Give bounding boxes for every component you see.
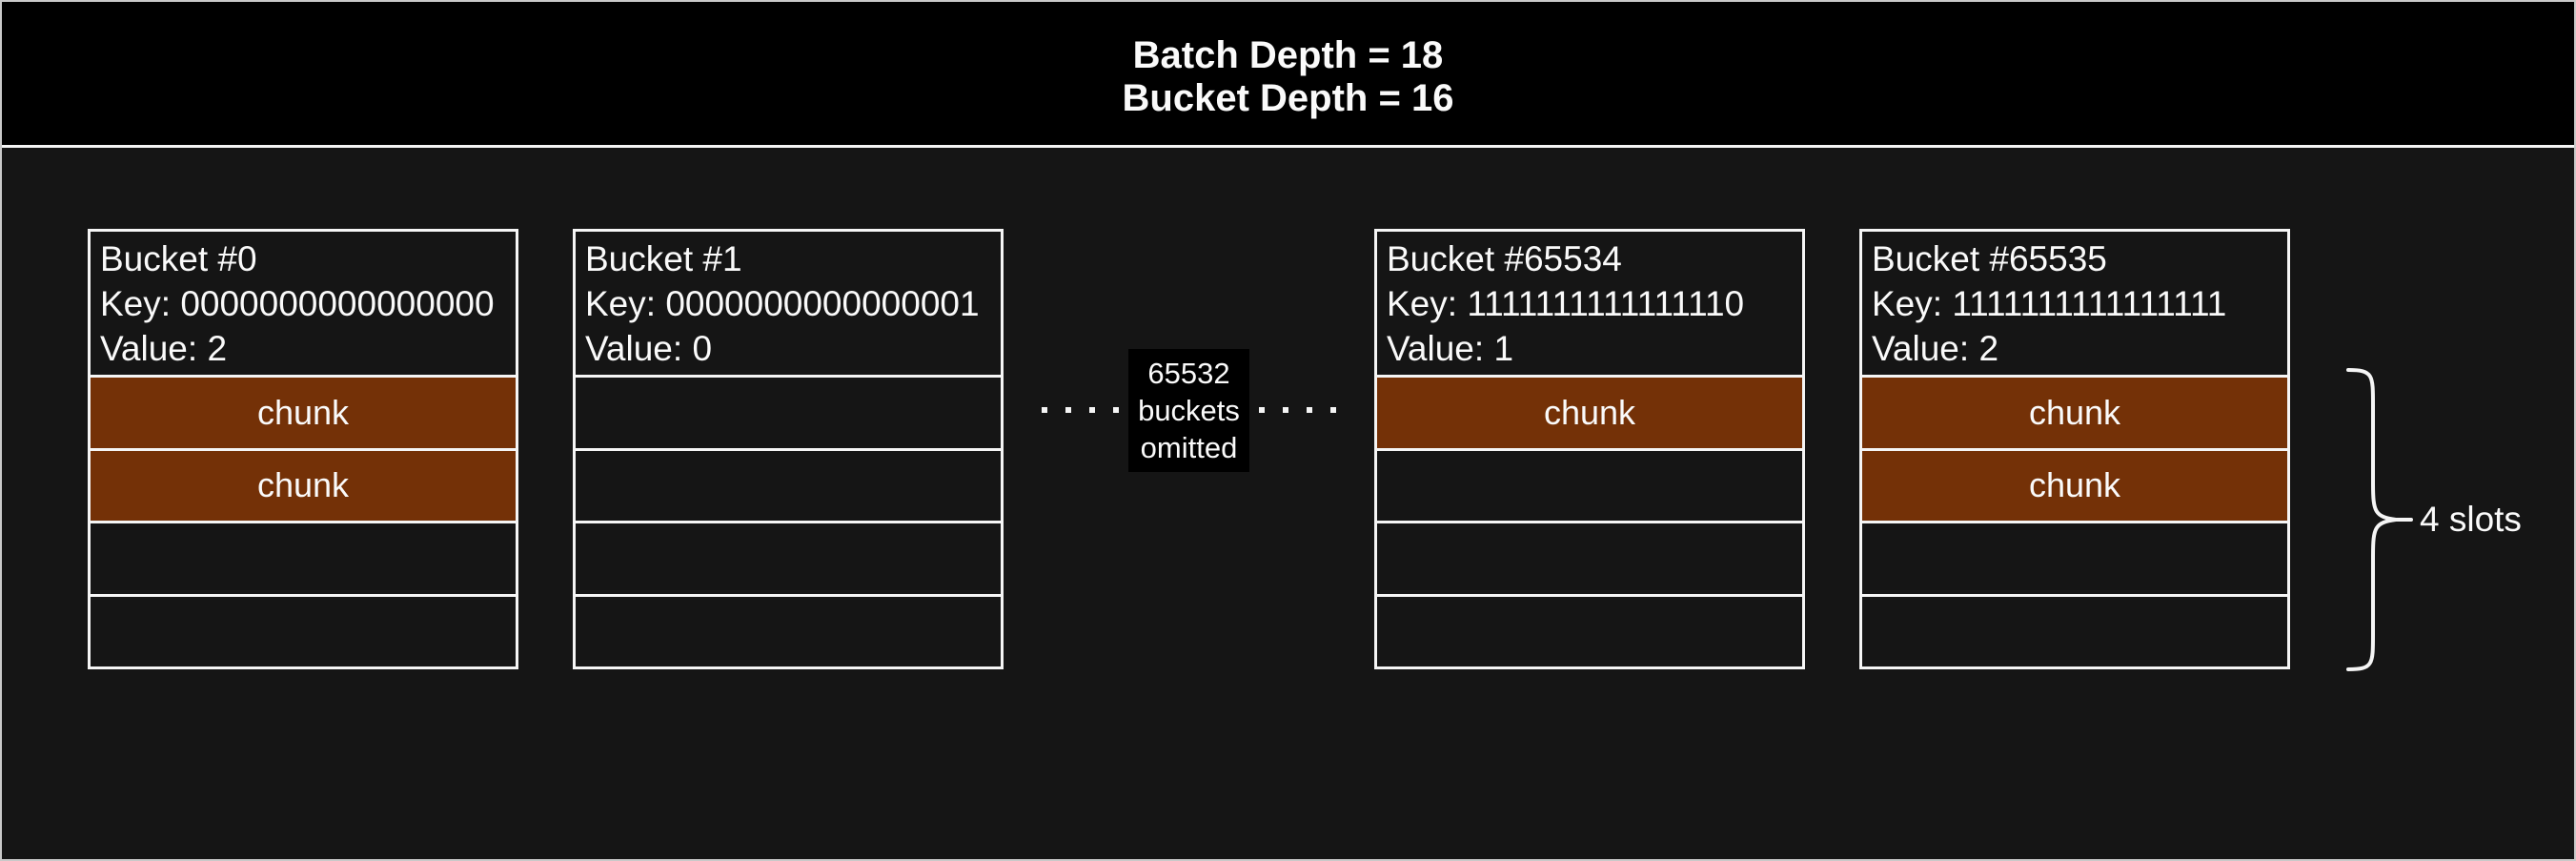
bucket-1-slot-4 — [576, 593, 1001, 667]
bucket-0-slot-3 — [91, 521, 516, 594]
bucket-65535-header: Bucket #65535 Key: 1111111111111111 Valu… — [1862, 232, 2287, 375]
slots-count-label: 4 slots — [2420, 500, 2522, 539]
omitted-buckets-region: 65532 buckets omitted — [1004, 348, 1374, 472]
omitted-buckets-note: 65532 buckets omitted — [1128, 348, 1249, 472]
bucket-key: Key: 1111111111111111 — [1872, 284, 2227, 323]
bucket-key: Key: 1111111111111110 — [1387, 284, 1745, 323]
bucket-1-slot-2 — [576, 447, 1001, 522]
bucket-65534-header: Bucket #65534 Key: 1111111111111110 Valu… — [1377, 232, 1802, 375]
bucket-65534-slot-3 — [1377, 521, 1802, 594]
bucket-65535-slot-2: chunk — [1862, 447, 2287, 521]
bucket-65535-slot-4 — [1862, 593, 2287, 667]
curly-brace-icon — [2346, 368, 2413, 671]
bucket-key: Key: 0000000000000001 — [585, 284, 980, 323]
bucket-1-slot-3 — [576, 521, 1001, 594]
bucket-65534-slot-2 — [1377, 447, 1802, 522]
bucket-0-slot-4 — [91, 593, 516, 667]
bucket-title: Bucket #65534 — [1387, 239, 1622, 278]
bucket-value: Value: 1 — [1387, 329, 1514, 368]
bucket-1-slot-1 — [576, 375, 1001, 448]
bucket-value: Value: 2 — [100, 329, 228, 368]
bucket-65535-slot-1: chunk — [1862, 375, 2287, 448]
ellipsis-dots-right — [1258, 407, 1336, 413]
title-bar: Batch Depth = 18 Bucket Depth = 16 — [2, 2, 2574, 148]
bucket-0: Bucket #0 Key: 0000000000000000 Value: 2… — [88, 229, 518, 669]
bucket-key: Key: 0000000000000000 — [100, 284, 495, 323]
ellipsis-dots-left — [1042, 407, 1120, 413]
bucket-0-slot-1: chunk — [91, 375, 516, 448]
bucket-65534-slot-1: chunk — [1377, 375, 1802, 448]
diagram-canvas: Bucket #0 Key: 0000000000000000 Value: 2… — [2, 148, 2574, 859]
bucket-value: Value: 2 — [1872, 329, 1999, 368]
diagram-title: Batch Depth = 18 Bucket Depth = 16 — [1122, 34, 1454, 119]
bucket-1-header: Bucket #1 Key: 0000000000000001 Value: 0 — [576, 232, 1001, 375]
bucket-title: Bucket #0 — [100, 239, 257, 278]
bucket-1: Bucket #1 Key: 0000000000000001 Value: 0 — [573, 229, 1004, 669]
bucket-65535: Bucket #65535 Key: 1111111111111111 Valu… — [1859, 229, 2290, 669]
bucket-65534: Bucket #65534 Key: 1111111111111110 Valu… — [1374, 229, 1805, 669]
bucket-65535-slot-3 — [1862, 521, 2287, 594]
bucket-0-header: Bucket #0 Key: 0000000000000000 Value: 2 — [91, 232, 516, 375]
bucket-title: Bucket #65535 — [1872, 239, 2107, 278]
bucket-value: Value: 0 — [585, 329, 713, 368]
bucket-0-slot-2: chunk — [91, 447, 516, 521]
bucket-65534-slot-4 — [1377, 593, 1802, 667]
bucket-title: Bucket #1 — [585, 239, 742, 278]
